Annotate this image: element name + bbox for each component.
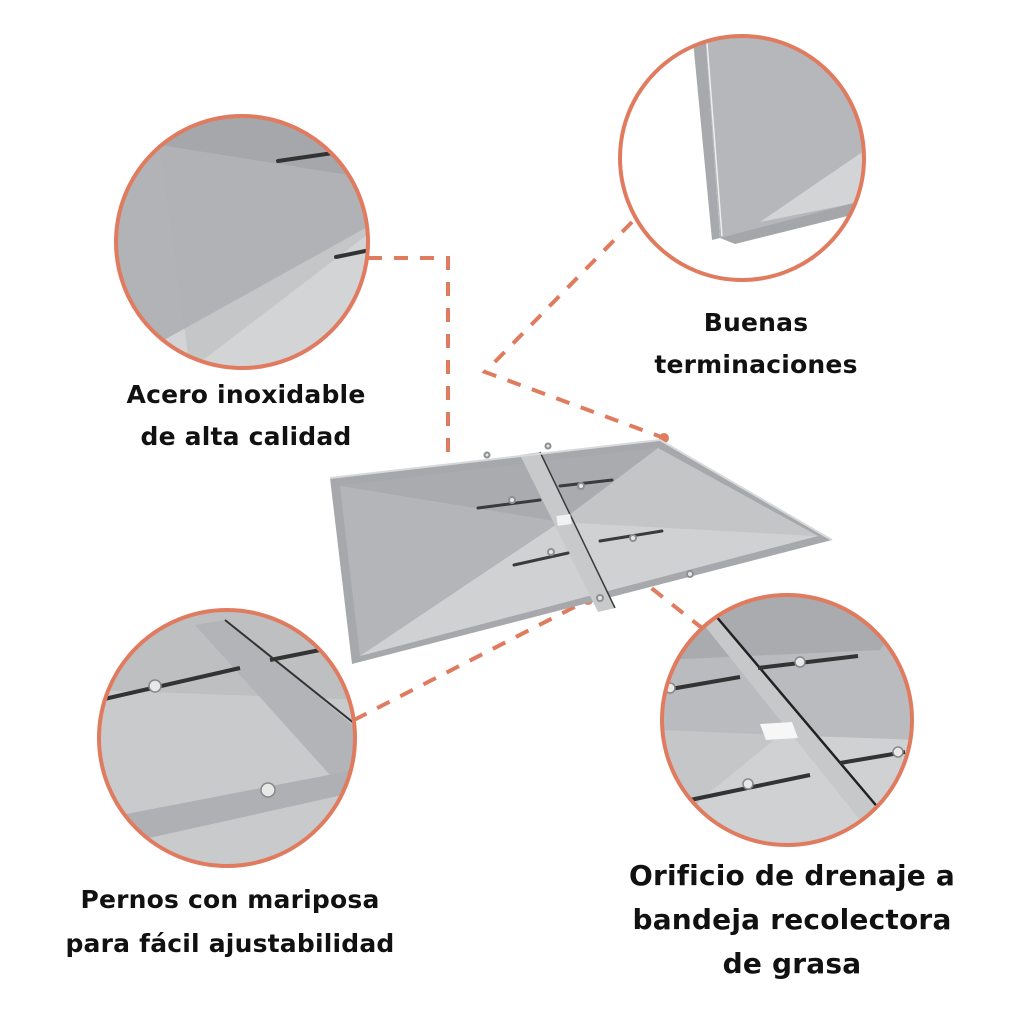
label-drain-line-2: bandeja recolectora xyxy=(632,903,952,936)
label-finish-line-1: Buenas xyxy=(703,308,809,337)
label-drain-line-1: Orificio de drenaje a xyxy=(628,859,956,892)
label-drain: Orificio de drenaje a bandeja recolector… xyxy=(610,854,974,986)
detail-circle-bolts xyxy=(97,608,357,868)
connector-bolts xyxy=(353,598,589,722)
label-finish: Buenas terminaciones xyxy=(606,302,906,386)
detail-circle-finish xyxy=(618,34,866,282)
label-bolts-line-1: Pernos con mariposa xyxy=(80,885,380,914)
label-material-line-1: Acero inoxidable xyxy=(126,380,366,409)
detail-circle-material xyxy=(114,114,370,370)
label-material-line-2: de alta calidad xyxy=(140,422,352,451)
label-bolts: Pernos con mariposa para fácil ajustabil… xyxy=(40,878,420,966)
drip-tray-image xyxy=(329,438,833,664)
label-bolts-line-2: para fácil ajustabilidad xyxy=(65,929,395,958)
connector-material xyxy=(368,256,450,484)
detail-circle-drain xyxy=(660,593,914,847)
label-finish-line-2: terminaciones xyxy=(654,350,858,379)
label-material: Acero inoxidable de alta calidad xyxy=(96,374,396,458)
connector-finish xyxy=(481,220,665,440)
label-drain-line-3: de grasa xyxy=(722,947,862,980)
